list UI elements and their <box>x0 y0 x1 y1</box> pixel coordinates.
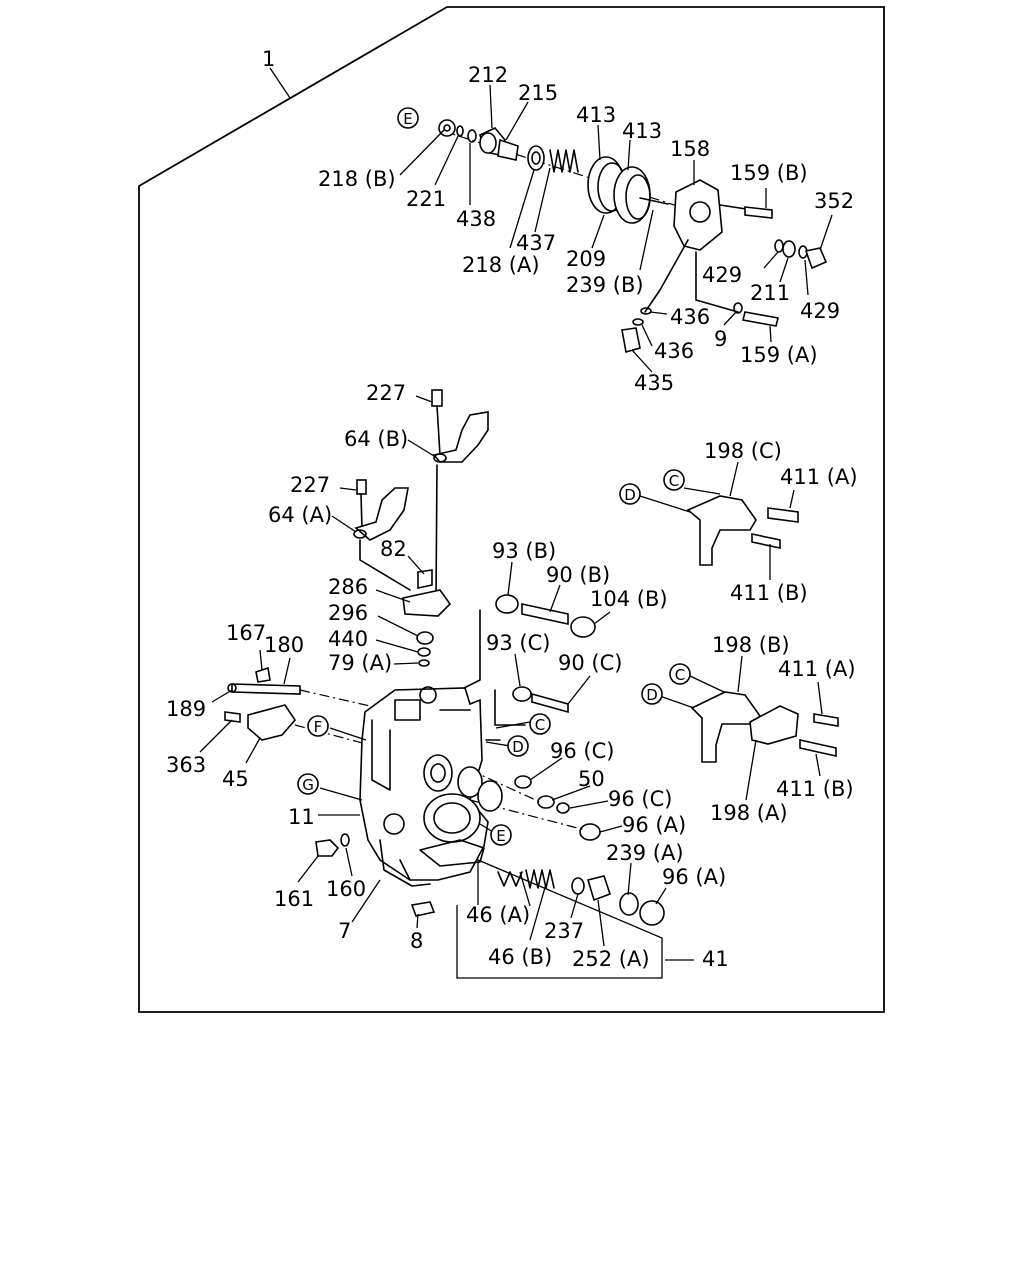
part-label: 296 <box>328 601 368 625</box>
part-label: 167 <box>226 621 266 645</box>
part-label: 440 <box>328 627 368 651</box>
part-label: 96 (A) <box>622 813 686 837</box>
part-label: 180 <box>264 633 304 657</box>
part-label: 438 <box>456 207 496 231</box>
top-assembly <box>438 119 828 354</box>
part-label: 160 <box>326 877 366 901</box>
ref-circle-e <box>397 107 419 129</box>
part-label: 413 <box>622 119 662 143</box>
part-label: 9 <box>714 327 727 351</box>
part-label: 221 <box>406 187 446 211</box>
ref-circle-d <box>641 683 663 705</box>
bracket-upper <box>686 495 799 566</box>
part-label: 96 (C) <box>550 739 614 763</box>
part-label: 209 <box>566 247 606 271</box>
part-label: 227 <box>366 381 406 405</box>
part-label: 252 (A) <box>572 947 650 971</box>
part-label: 436 <box>670 305 710 329</box>
part-label: 50 <box>578 767 605 791</box>
left-linkage <box>224 666 371 746</box>
part-label: 215 <box>518 81 558 105</box>
part-label: 64 (A) <box>268 503 332 527</box>
main-housing <box>315 686 503 917</box>
part-label: 411 (A) <box>778 657 856 681</box>
ref-letter: C <box>675 666 685 684</box>
part-label: 227 <box>290 473 330 497</box>
ref-circle-c <box>663 469 685 491</box>
part-label: 41 <box>702 947 729 971</box>
leader-lines <box>199 67 833 961</box>
part-label: 198 (C) <box>704 439 782 463</box>
part-label: 239 (B) <box>566 273 644 297</box>
part-label: 7 <box>338 919 351 943</box>
part-label: 64 (B) <box>344 427 408 451</box>
part-label: 159 (A) <box>740 343 818 367</box>
ref-letter: E <box>403 110 412 128</box>
part-label: 411 (A) <box>780 465 858 489</box>
part-label: 436 <box>654 339 694 363</box>
diagram-frame <box>138 6 885 1013</box>
part-label: 411 (B) <box>730 581 808 605</box>
bracket-lower <box>690 691 839 763</box>
part-label: 212 <box>468 63 508 87</box>
ref-letter: D <box>624 486 636 504</box>
part-label: 1 <box>262 47 275 71</box>
part-label: 237 <box>544 919 584 943</box>
part-label: 93 (B) <box>492 539 556 563</box>
part-label: 161 <box>274 887 314 911</box>
ref-circle-e <box>490 824 512 846</box>
part-label: 96 (A) <box>662 865 726 889</box>
ref-circle-d <box>619 483 641 505</box>
part-label: 429 <box>702 263 742 287</box>
part-label: 79 (A) <box>328 651 392 675</box>
ref-circle-d <box>507 735 529 757</box>
part-label: 218 (B) <box>318 167 396 191</box>
ref-letter: G <box>302 776 314 794</box>
part-label: 352 <box>814 189 854 213</box>
part-label: 159 (B) <box>730 161 808 185</box>
part-label: 286 <box>328 575 368 599</box>
part-label: 45 <box>222 767 249 791</box>
lever-assembly <box>353 389 489 667</box>
part-label: 46 (A) <box>466 903 530 927</box>
part-label: 218 (A) <box>462 253 540 277</box>
ref-letter: E <box>496 827 505 845</box>
part-label: 239 (A) <box>606 841 684 865</box>
ref-letter: D <box>512 738 524 756</box>
part-labels: 1 212 215 413 413 158 218 (B) 221 438 43… <box>166 47 858 971</box>
part-label: 82 <box>380 537 407 561</box>
part-label: 46 (B) <box>488 945 552 969</box>
ref-letter: C <box>669 472 679 490</box>
part-label: 198 (B) <box>712 633 790 657</box>
part-label: 437 <box>516 231 556 255</box>
part-label: 8 <box>410 929 423 953</box>
part-label: 93 (C) <box>486 631 550 655</box>
ref-circle-c <box>669 663 691 685</box>
part-label: 11 <box>288 805 315 829</box>
ref-letter: F <box>314 718 323 736</box>
part-label: 413 <box>576 103 616 127</box>
part-label: 90 (B) <box>546 563 610 587</box>
part-label: 411 (B) <box>776 777 854 801</box>
spring-group <box>456 859 665 979</box>
ref-circle-c <box>529 713 551 735</box>
part-label: 211 <box>750 281 790 305</box>
ref-letter: D <box>646 686 658 704</box>
part-label: 189 <box>166 697 206 721</box>
ref-letter: C <box>535 716 545 734</box>
ref-circle-f <box>307 715 329 737</box>
part-label: 429 <box>800 299 840 323</box>
part-label: 96 (C) <box>608 787 672 811</box>
part-label: 198 (A) <box>710 801 788 825</box>
part-label: 363 <box>166 753 206 777</box>
part-label: 104 (B) <box>590 587 668 611</box>
ref-circle-g <box>297 773 319 795</box>
part-label: 90 (C) <box>558 651 622 675</box>
part-label: 158 <box>670 137 710 161</box>
part-label: 435 <box>634 371 674 395</box>
